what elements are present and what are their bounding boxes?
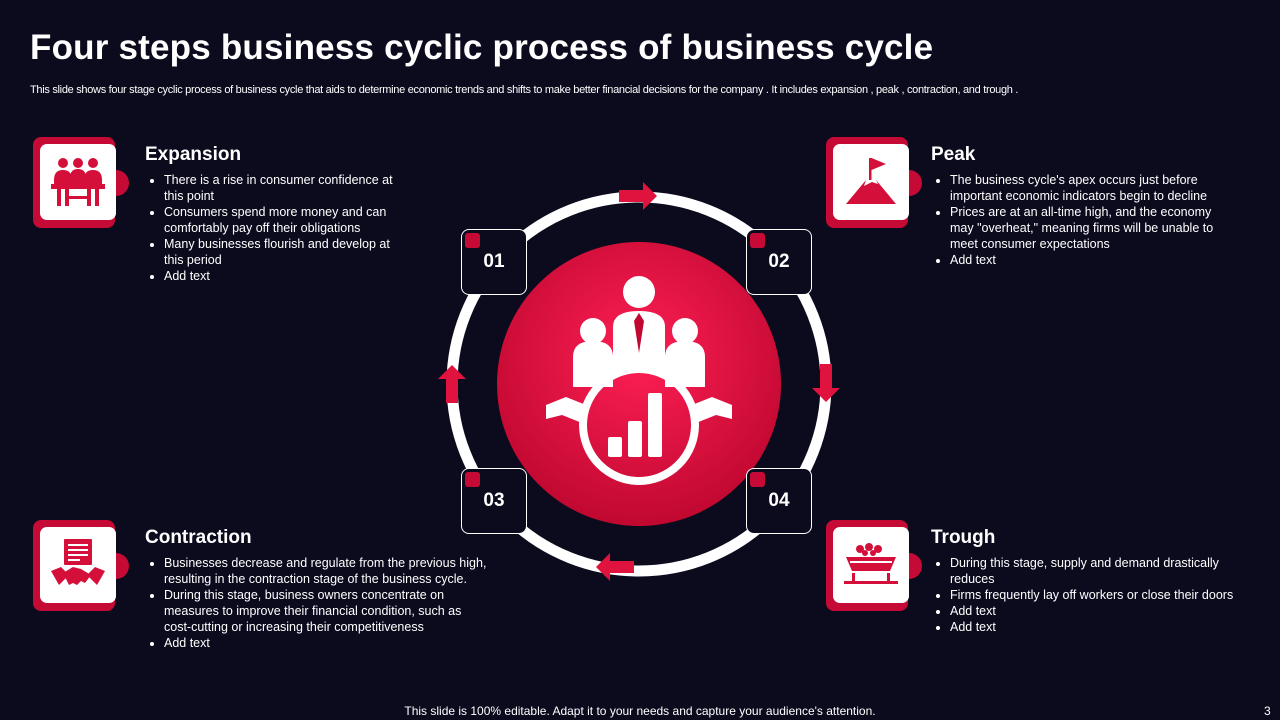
step-number-03: 03 — [461, 468, 527, 534]
number-tab-decoration — [465, 233, 480, 248]
list-item: Firms frequently lay off workers or clos… — [950, 587, 1241, 603]
business-team-growth-icon — [546, 276, 732, 485]
peak-bullet-list: The business cycle's apex occurs just be… — [931, 172, 1231, 268]
arrow-top-icon — [619, 182, 657, 210]
arrow-left-icon — [438, 365, 466, 403]
expansion-heading: Expansion — [145, 144, 242, 165]
contraction-bullet-list: Businesses decrease and regulate from th… — [145, 555, 490, 651]
step-number-label: 01 — [483, 251, 505, 272]
cycle-diagram — [438, 182, 840, 581]
slide-subtitle: This slide shows four stage cyclic proce… — [30, 84, 1019, 96]
contraction-heading: Contraction — [145, 527, 252, 548]
expansion-icon-card — [33, 137, 129, 229]
list-item: Add text — [950, 603, 1241, 619]
slide-title: Four steps business cyclic process of bu… — [30, 28, 934, 67]
peak-icon-card — [826, 137, 922, 229]
list-item: Prices are at an all-time high, and the … — [950, 204, 1231, 252]
arrow-bottom-icon — [596, 553, 634, 581]
center-disc — [497, 242, 781, 526]
list-item: There is a rise in consumer confidence a… — [164, 172, 405, 204]
page-number: 3 — [1264, 704, 1271, 718]
step-number-01: 01 — [461, 229, 527, 295]
number-tab-decoration — [750, 472, 765, 487]
list-item: During this stage, supply and demand dra… — [950, 555, 1241, 587]
arrow-right-icon — [812, 364, 840, 402]
list-item: Consumers spend more money and can comfo… — [164, 204, 405, 236]
expansion-bullet-list: There is a rise in consumer confidence a… — [145, 172, 405, 284]
trough-heading: Trough — [931, 527, 996, 548]
step-number-label: 04 — [768, 490, 790, 511]
contraction-icon-card — [33, 520, 129, 612]
list-item: Add text — [950, 252, 1231, 268]
list-item: During this stage, business owners conce… — [164, 587, 490, 635]
peak-section: Peak The business cycle's apex occurs ju… — [931, 144, 1231, 268]
expansion-section: Expansion There is a rise in consumer co… — [145, 144, 405, 284]
mountain-flag-icon — [846, 158, 896, 204]
meeting-icon — [51, 158, 105, 206]
step-number-04: 04 — [746, 468, 812, 534]
trough-icon-card — [826, 520, 922, 612]
handshake-document-icon — [51, 539, 105, 585]
step-number-label: 02 — [768, 251, 790, 272]
list-item: Add text — [950, 619, 1241, 635]
mine-cart-icon — [844, 543, 898, 584]
step-number-label: 03 — [483, 490, 505, 511]
list-item: Businesses decrease and regulate from th… — [164, 555, 490, 587]
list-item: Add text — [164, 635, 490, 651]
peak-heading: Peak — [931, 144, 976, 165]
list-item: The business cycle's apex occurs just be… — [950, 172, 1231, 204]
trough-section: Trough During this stage, supply and dem… — [931, 527, 1241, 635]
list-item: Many businesses flourish and develop at … — [164, 236, 405, 268]
step-number-02: 02 — [746, 229, 812, 295]
number-tab-decoration — [750, 233, 765, 248]
footer-note: This slide is 100% editable. Adapt it to… — [404, 704, 876, 718]
trough-bullet-list: During this stage, supply and demand dra… — [931, 555, 1241, 635]
list-item: Add text — [164, 268, 405, 284]
contraction-section: Contraction Businesses decrease and regu… — [145, 527, 490, 651]
number-tab-decoration — [465, 472, 480, 487]
